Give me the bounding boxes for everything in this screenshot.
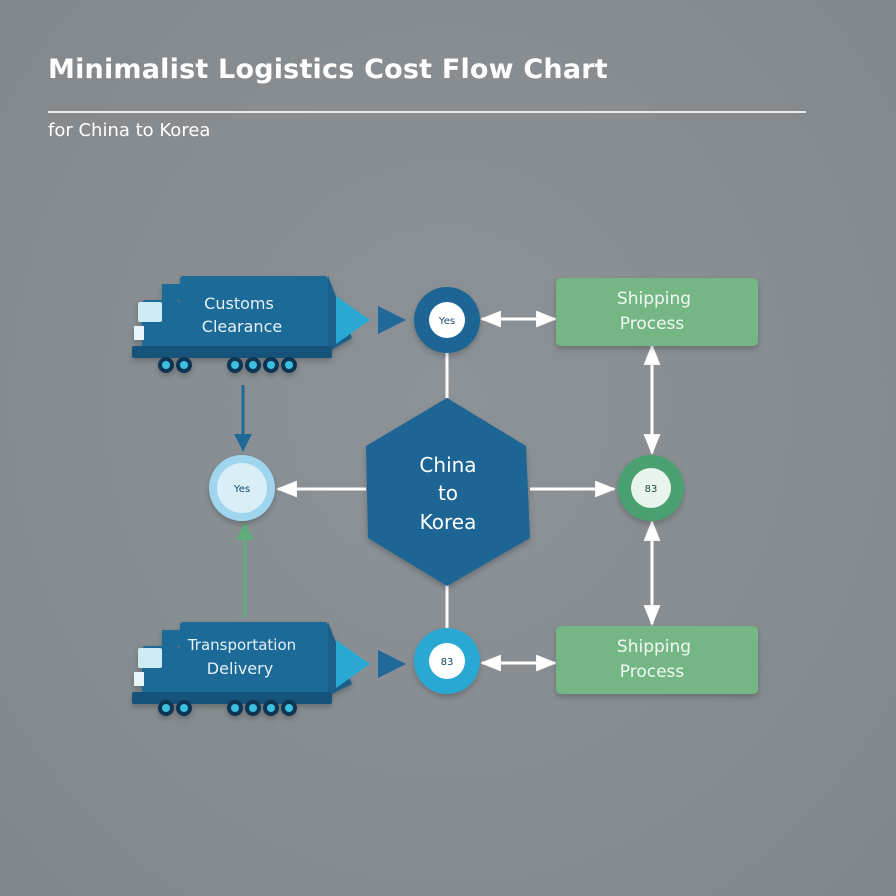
truck-wheels-icon (158, 700, 297, 716)
title-divider (48, 111, 806, 113)
shipping-process-bottom: Shipping Process (556, 626, 758, 694)
truck-window-icon (138, 648, 162, 668)
truck-transportation-delivery: Transportation Delivery (132, 622, 352, 716)
truck-window-icon (138, 302, 162, 322)
center-hexagon: China to Korea (366, 398, 530, 586)
center-label-line2: to (438, 481, 458, 505)
node-top-label: Yes (438, 316, 455, 327)
truck-bottom-label-line1: Transportation (187, 636, 296, 654)
shipping-top-line2: Process (620, 314, 685, 334)
node-right-label: 83 (645, 484, 658, 495)
page-subtitle: for China to Korea (48, 120, 211, 141)
node-right: 83 (618, 455, 684, 521)
page-title: Minimalist Logistics Cost Flow Chart (48, 54, 608, 85)
node-bottom: 83 (414, 628, 480, 694)
node-top: Yes (414, 287, 480, 353)
node-left: Yes (209, 455, 275, 521)
center-label-line1: China (419, 453, 476, 477)
truck-top-label-line1: Customs (204, 294, 274, 313)
truck-top-label-line2: Clearance (202, 317, 282, 336)
node-left-label: Yes (233, 484, 250, 495)
connectors (234, 310, 661, 672)
shipping-top-line1: Shipping (617, 289, 691, 309)
node-bottom-label: 83 (441, 657, 454, 668)
truck-bottom-label-line2: Delivery (207, 659, 273, 678)
center-label-line3: Korea (420, 510, 477, 534)
shipping-process-top: Shipping Process (556, 278, 758, 346)
truck-wheels-icon (158, 357, 297, 373)
truck-customs-clearance: Customs Clearance (132, 276, 352, 373)
chevrons-bottom (336, 640, 406, 688)
shipping-bottom-line1: Shipping (617, 637, 691, 657)
shipping-bottom-line2: Process (620, 662, 685, 682)
chevrons-top (336, 296, 406, 344)
